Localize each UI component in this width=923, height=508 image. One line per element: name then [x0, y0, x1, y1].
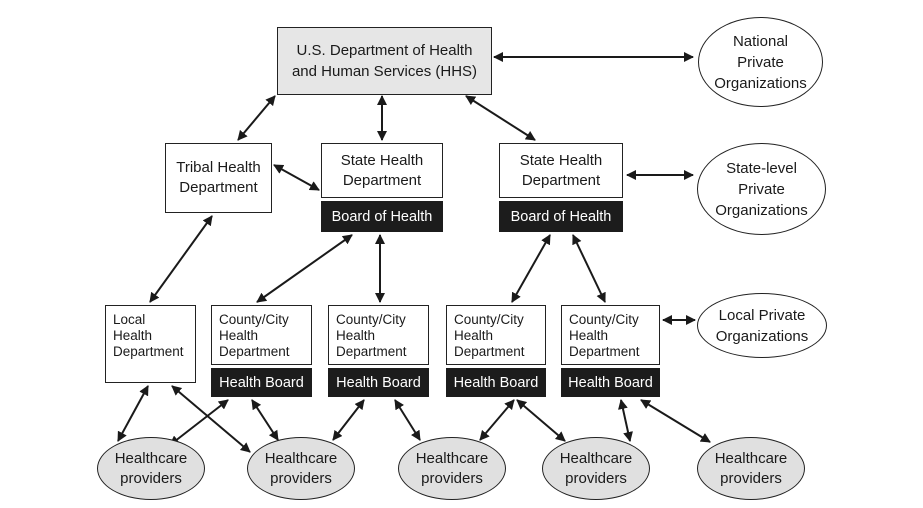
county-city-health-department-2: County/City Health Department	[328, 305, 429, 365]
connector-arrow-5	[273, 164, 320, 191]
healthcare-providers-4: Healthcare providers	[542, 437, 650, 500]
hhs-box: U.S. Department of Health and Human Serv…	[277, 27, 492, 95]
health-board-2: Health Board	[328, 368, 429, 397]
county-city-health-department-3: County/City Health Department	[446, 305, 546, 365]
connector-arrow-17	[332, 399, 365, 441]
local-health-department: Local Health Department	[105, 305, 196, 383]
connector-arrow-13	[117, 385, 149, 442]
state-health-department-1: State Health Department	[321, 143, 443, 198]
connector-arrow-19	[479, 399, 515, 441]
tribal-health-department: Tribal Health Department	[165, 143, 272, 213]
healthcare-providers-5: Healthcare providers	[697, 437, 805, 500]
national-private-organizations: National Private Organizations	[698, 17, 823, 107]
connector-arrow-10	[511, 234, 551, 303]
healthcare-providers-1: Healthcare providers	[97, 437, 205, 500]
health-board-1: Health Board	[211, 368, 312, 397]
board-of-health-1: Board of Health	[321, 201, 443, 232]
board-of-health-2: Board of Health	[499, 201, 623, 232]
health-board-4: Health Board	[561, 368, 660, 397]
connector-arrow-16	[251, 399, 279, 441]
health-board-3: Health Board	[446, 368, 546, 397]
state-level-private-organizations: State-level Private Organizations	[697, 143, 826, 235]
healthcare-providers-2: Healthcare providers	[247, 437, 355, 500]
local-private-organizations: Local Private Organizations	[697, 293, 827, 358]
connector-arrow-8	[256, 234, 353, 303]
connector-arrow-15	[169, 399, 229, 446]
connector-arrow-7	[149, 215, 213, 303]
connector-arrow-4	[465, 95, 536, 141]
connector-arrows	[117, 52, 711, 453]
connector-arrow-21	[618, 399, 633, 442]
connector-arrow-11	[572, 234, 606, 303]
county-city-health-department-1: County/City Health Department	[211, 305, 312, 365]
healthcare-providers-3: Healthcare providers	[398, 437, 506, 500]
connector-arrow-22	[640, 399, 711, 443]
state-health-department-2: State Health Department	[499, 143, 623, 198]
connector-arrow-2	[237, 95, 276, 141]
county-city-health-department-4: County/City Health Department	[561, 305, 660, 365]
connector-arrow-18	[394, 399, 421, 441]
connector-arrow-20	[516, 399, 566, 442]
